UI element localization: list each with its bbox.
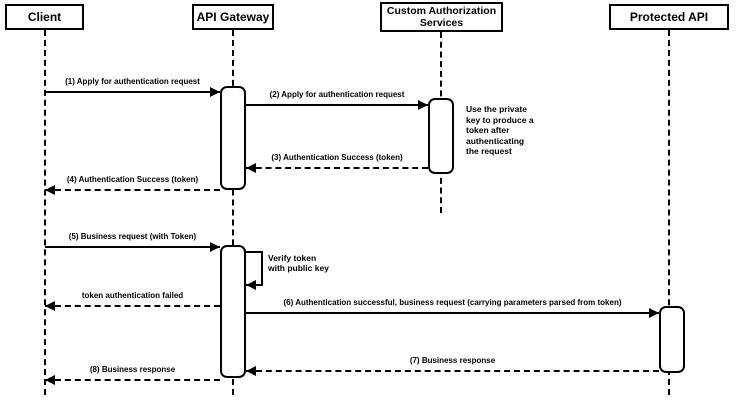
participant-api-gateway: API Gateway — [192, 4, 274, 30]
message-9-line — [45, 379, 220, 381]
message-7-line — [246, 312, 659, 314]
lifeline-protected-api — [668, 30, 670, 395]
participant-protected-api: Protected API — [609, 4, 729, 30]
message-1-line — [45, 91, 220, 93]
arrowhead-left-icon — [45, 301, 55, 311]
message-3-line — [246, 167, 428, 169]
message-5-label: (5) Business request (with Token) — [68, 232, 197, 241]
note-line-5: the request — [466, 146, 512, 156]
note-line-2: key to produce a — [466, 114, 534, 125]
note-line-4: authenticating — [466, 135, 525, 146]
message-6-label: token authentication failed — [81, 291, 184, 300]
message-4-label: (4) Authentication Success (token) — [66, 175, 199, 184]
message-8-line — [246, 370, 659, 372]
message-4-line — [45, 189, 220, 191]
message-8-label: (7) Business response — [409, 356, 496, 365]
arrowhead-right-icon — [210, 87, 220, 97]
lifeline-client — [44, 30, 46, 395]
self-message-line-1: Verify token — [268, 253, 317, 263]
arrowhead-right-icon — [418, 100, 428, 110]
message-9-label: (8) Business response — [89, 365, 176, 374]
arrowhead-left-icon — [246, 163, 256, 173]
participant-custom-authorization-services: Custom Authorization Services — [380, 2, 503, 32]
note-line-3: token after — [466, 125, 510, 135]
activation-api-gateway-business — [220, 245, 246, 378]
arrowhead-left-icon — [246, 366, 256, 376]
message-7-label: (6) Authentication successful, business … — [283, 298, 622, 307]
activation-api-gateway-auth — [220, 86, 246, 190]
arrowhead-left-icon — [246, 280, 256, 290]
note-line-1: Use the private — [466, 104, 527, 114]
message-6-line — [45, 305, 220, 307]
message-2-line — [246, 104, 428, 106]
message-1-label: (1) Apply for authentication request — [65, 77, 200, 86]
participant-client: Client — [5, 4, 84, 30]
message-5-line — [45, 246, 220, 248]
note-private-key: Use the private key to produce a token a… — [466, 104, 534, 157]
self-message-label: Verify token with public key — [268, 253, 329, 273]
lifeline-api-gateway — [232, 30, 234, 395]
self-message-line-2: with public key — [268, 263, 329, 273]
arrowhead-right-icon — [649, 308, 659, 318]
arrowhead-left-icon — [45, 185, 55, 195]
arrowhead-left-icon — [45, 375, 55, 385]
activation-protected-api — [659, 306, 685, 373]
message-3-label: (3) Authentication Success (token) — [271, 153, 403, 162]
activation-custom-authorization — [428, 98, 454, 174]
message-2-label: (2) Apply for authentication request — [269, 90, 405, 99]
arrowhead-right-icon — [210, 242, 220, 252]
